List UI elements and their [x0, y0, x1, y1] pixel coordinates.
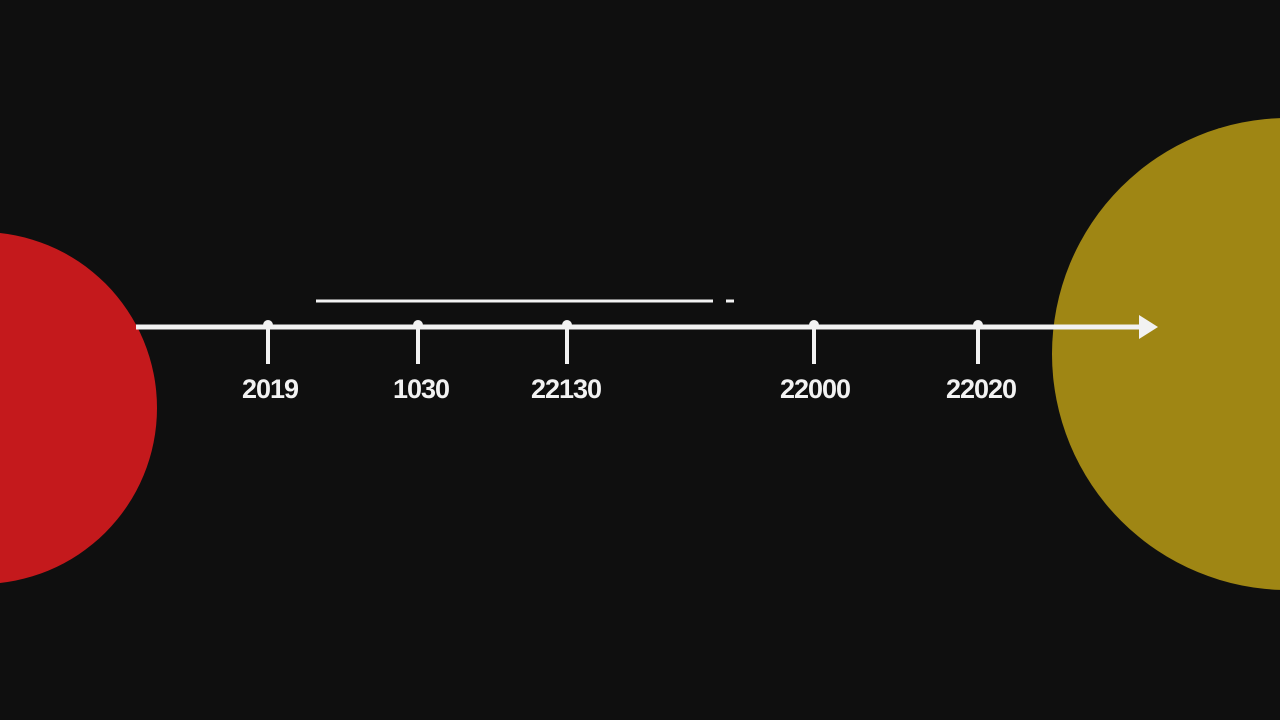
tick-label-22020: 22020: [945, 374, 1017, 404]
timeline-marker-dot: [263, 320, 273, 330]
tick-label-22000: 22000: [779, 374, 851, 404]
timeline-marker-dot: [413, 320, 423, 330]
tick-label-1030: 1030: [392, 374, 450, 404]
timeline-arrowhead: [1139, 315, 1158, 339]
timeline-marker-dot: [973, 320, 983, 330]
tick-label-2019: 2019: [241, 374, 299, 404]
timeline-marker-dot: [562, 320, 572, 330]
timeline-marker-dot: [809, 320, 819, 330]
timeline-ticks: [263, 320, 983, 364]
tick-label-22130: 22130: [530, 374, 602, 404]
